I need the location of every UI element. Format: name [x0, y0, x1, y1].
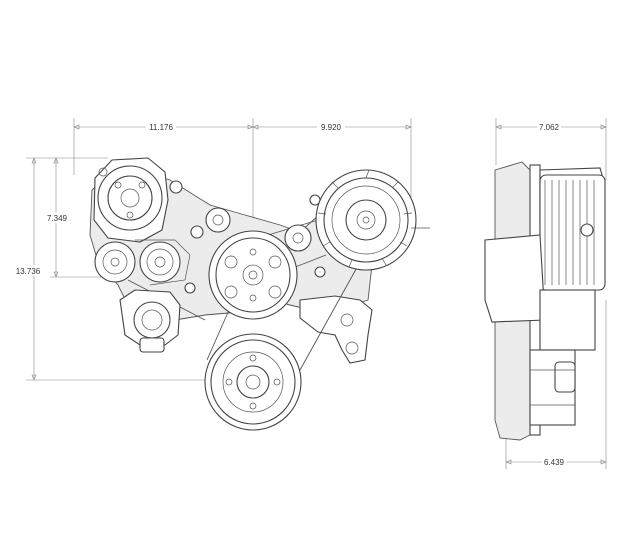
ac-compressor	[93, 157, 169, 243]
dimension-labels: 11.176 9.920 7.349 13.736 7.062 6.439	[13, 121, 566, 467]
dim-side-width-bottom: 6.439	[544, 458, 565, 467]
side-alternator	[539, 174, 606, 291]
idler-pulley-upper	[205, 207, 231, 233]
tensioner-pulley	[135, 239, 191, 286]
dim-front-width-left: 11.176	[149, 123, 173, 132]
side-view	[484, 161, 606, 441]
idler-pulley-left	[94, 241, 136, 283]
dim-front-height-upper: 7.349	[47, 214, 68, 223]
dimension-lines-side	[495, 118, 607, 469]
alternator	[315, 169, 430, 271]
dim-front-height-total: 13.736	[16, 267, 41, 276]
water-pump-pulley	[208, 230, 298, 320]
crank-damper	[204, 333, 302, 431]
side-water-pump	[484, 234, 546, 323]
front-view	[89, 157, 430, 431]
idler-pulley-right	[284, 224, 312, 252]
power-steering-pump	[119, 289, 181, 353]
lower-support-bracket	[299, 295, 373, 364]
dim-front-width-right: 9.920	[321, 123, 342, 132]
dim-side-width-top: 7.062	[539, 123, 560, 132]
